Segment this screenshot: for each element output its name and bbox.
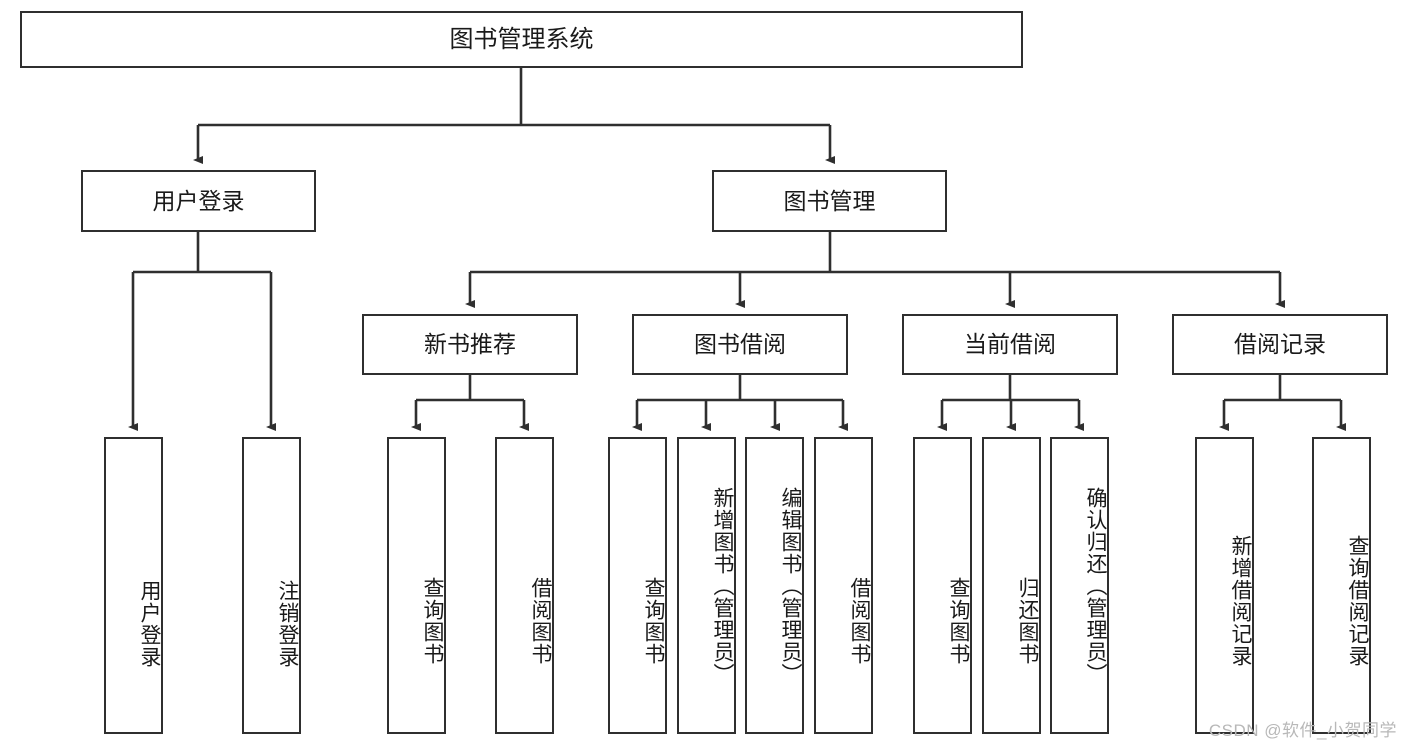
node-label: 图书管理系统: [449, 25, 594, 53]
node-label: 当前借阅: [964, 331, 1056, 358]
leaf-user-login[interactable]: 用户登录: [104, 437, 163, 734]
node-label: 图书管理: [783, 187, 876, 214]
leaf-query-borrow-record[interactable]: 查询借阅记录: [1312, 437, 1371, 734]
node-label: 借阅记录: [1234, 331, 1326, 358]
leaf-return-book[interactable]: 归还图书: [982, 437, 1041, 734]
node-label: 查询图书: [421, 576, 444, 665]
node-label: 归还图书: [1016, 576, 1039, 665]
node-label: 新书推荐: [424, 331, 516, 358]
leaf-add-book-admin[interactable]: 新增图书（管理员）: [677, 437, 736, 734]
node-label: 查询借阅记录: [1346, 534, 1369, 667]
leaf-borrow-book-recommend[interactable]: 借阅图书: [495, 437, 554, 734]
leaf-edit-book-admin[interactable]: 编辑图书（管理员）: [745, 437, 804, 734]
node-label: 用户登录: [152, 187, 245, 214]
node-new-book-recommend[interactable]: 新书推荐: [362, 314, 578, 375]
node-label: 编辑图书（管理员）: [779, 486, 802, 685]
leaf-confirm-return-admin[interactable]: 确认归还（管理员）: [1050, 437, 1109, 734]
node-label: 用户登录: [138, 579, 161, 668]
node-book-borrow[interactable]: 图书借阅: [632, 314, 848, 375]
leaf-add-borrow-record[interactable]: 新增借阅记录: [1195, 437, 1254, 734]
node-label: 查询图书: [947, 576, 970, 665]
leaf-query-book-current[interactable]: 查询图书: [913, 437, 972, 734]
node-label: 借阅图书: [529, 576, 552, 665]
leaf-borrow-book[interactable]: 借阅图书: [814, 437, 873, 734]
node-borrow-record[interactable]: 借阅记录: [1172, 314, 1388, 375]
node-label: 确认归还（管理员）: [1084, 486, 1107, 685]
node-user-login[interactable]: 用户登录: [81, 170, 316, 232]
node-label: 查询图书: [642, 576, 665, 665]
node-label: 新增图书（管理员）: [711, 486, 734, 685]
node-label: 注销登录: [276, 579, 299, 668]
leaf-query-book-borrow[interactable]: 查询图书: [608, 437, 667, 734]
node-label: 图书借阅: [694, 331, 786, 358]
node-label: 新增借阅记录: [1229, 534, 1252, 667]
leaf-logout-login[interactable]: 注销登录: [242, 437, 301, 734]
node-root-system[interactable]: 图书管理系统: [20, 11, 1023, 68]
node-current-borrow[interactable]: 当前借阅: [902, 314, 1118, 375]
node-label: 借阅图书: [848, 576, 871, 665]
csdn-watermark: CSDN @软件_小贺同学: [1208, 721, 1397, 740]
leaf-query-book-recommend[interactable]: 查询图书: [387, 437, 446, 734]
node-book-manage[interactable]: 图书管理: [712, 170, 947, 232]
